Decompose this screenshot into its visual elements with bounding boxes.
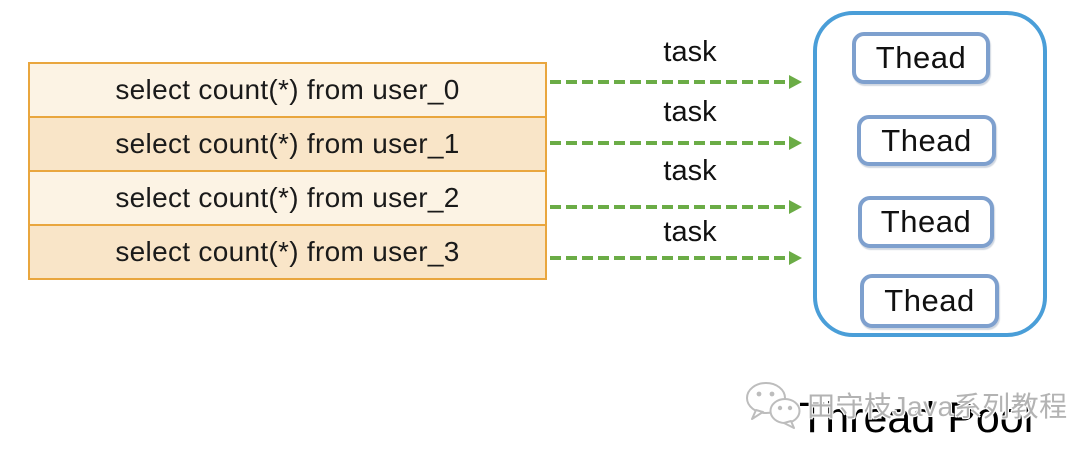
arrow-head-icon (789, 200, 802, 214)
arrow-dashed-line (550, 205, 789, 209)
wechat-icon (746, 382, 801, 429)
arrow-dashed-line (550, 256, 789, 260)
task-label-1: task (663, 36, 717, 68)
arrow-head-icon (789, 251, 802, 265)
arrow-head-icon (789, 75, 802, 89)
thread-box-4: Thead (860, 274, 999, 328)
watermark-text: 田守枝Java系列教程 (807, 391, 1068, 422)
arrow-head-icon (789, 136, 802, 150)
arrow-dashed-line (550, 80, 789, 84)
thread-box-3: Thead (858, 196, 994, 248)
task-arrow-icon-1 (550, 75, 802, 89)
watermark: 田守枝Java系列教程 (744, 381, 1068, 429)
thread-box-2: Thead (857, 115, 996, 166)
arrow-dashed-line (550, 141, 789, 145)
query-row-user3: select count(*) from user_3 (30, 226, 545, 278)
query-row-user0: select count(*) from user_0 (30, 64, 545, 118)
query-table: select count(*) from user_0 select count… (28, 62, 547, 280)
task-label-2: task (663, 96, 717, 128)
task-label-3: task (663, 155, 717, 187)
thread-pool-title: Thread Pool (799, 394, 1034, 442)
task-arrow-icon-4 (550, 251, 802, 265)
query-row-user1: select count(*) from user_1 (30, 118, 545, 172)
query-row-user2: select count(*) from user_2 (30, 172, 545, 226)
task-arrow-icon-2 (550, 136, 802, 150)
task-label-4: task (663, 216, 717, 248)
thread-box-1: Thead (852, 32, 990, 84)
task-arrow-icon-3 (550, 200, 802, 214)
